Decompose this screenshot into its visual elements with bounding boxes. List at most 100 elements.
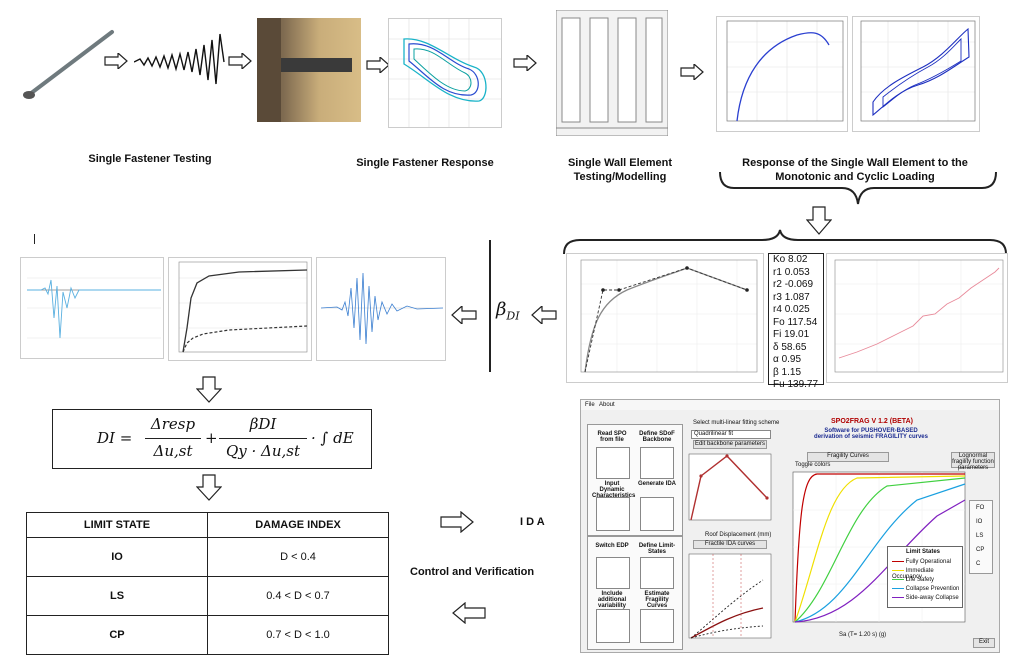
cursor-mark — [34, 234, 35, 244]
label-single-wall-element: Single Wall Element Testing/Modelling — [567, 157, 673, 183]
param-row: Fu 139.77 — [773, 379, 819, 390]
spo-backbone-plot — [688, 453, 772, 521]
limit-state-cell: IO — [26, 537, 208, 577]
right-arrow-icon — [680, 64, 704, 80]
right-arrow-icon — [104, 53, 128, 69]
formula-lhs: DI = — [97, 429, 133, 447]
checkbox-fo[interactable]: FO — [976, 505, 985, 511]
plus-sign: + — [205, 429, 218, 447]
table-header-row: LIMIT STATE DAMAGE INDEX — [26, 512, 389, 538]
tool-define-sdof[interactable]: Define SDoF Backbone — [639, 431, 675, 443]
edit-backbone-button[interactable]: Edit backbone parameters — [693, 440, 767, 449]
backbone-fit-chart — [566, 253, 764, 383]
tool-estimate-fragility[interactable]: Estimate Fragility Curves — [644, 591, 670, 609]
menu-file[interactable]: File — [585, 402, 595, 408]
left-arrow-icon — [451, 306, 477, 324]
divider-line — [489, 240, 491, 372]
damage-index-cell: 0.7 < D < 1.0 — [207, 615, 389, 655]
checkbox-ls[interactable]: LS — [976, 533, 984, 539]
fragility-tools-panel: Switch EDP Define Limit-States Include a… — [587, 536, 683, 650]
label-control-verification: Control and Verification — [410, 566, 535, 578]
param-row: β 1.15 — [773, 366, 802, 378]
legend-item: Immediate Occupancy — [892, 568, 934, 580]
nail-illustration — [23, 30, 114, 99]
tool-switch-edp[interactable]: Switch EDP — [595, 543, 629, 549]
legend-item: Life Safety — [892, 577, 934, 583]
left-arrow-icon — [452, 602, 486, 624]
software-subtitle: Software for PUSHOVER-BASED derivation o… — [814, 428, 928, 440]
legend-title: Limit States — [906, 549, 941, 555]
label-ida: I D A — [520, 516, 545, 528]
limit-states-legend: Limit States Fully Operational Immediate… — [887, 546, 963, 608]
legend-item: Side-away Collapse — [892, 595, 959, 601]
wall-element-drawing — [556, 10, 668, 136]
menu-bar: File About — [581, 400, 999, 410]
formula-frac2-den: Qy · Δu,st — [225, 442, 301, 460]
tool-thumbnail — [596, 557, 630, 589]
param-row: r2 -0.069 — [773, 279, 814, 290]
bracket-icon — [563, 229, 1007, 255]
damage-index-formula: DI = Δresp Δu,st + βDI Qy · Δu,st · ∫ dE — [52, 409, 372, 469]
ida-curves-plot — [688, 553, 772, 639]
table-row: LS 0.4 < D < 0.7 — [26, 576, 389, 616]
down-arrow-icon — [196, 474, 222, 501]
tool-thumbnail — [640, 447, 674, 479]
tool-thumbnail — [640, 557, 674, 589]
label-single-fastener-testing: Single Fastener Testing — [88, 153, 212, 165]
scheme-select[interactable]: Quadrilinear fit — [691, 430, 771, 439]
legend-item: Fully Operational — [892, 559, 951, 565]
table-row: IO D < 0.4 — [26, 537, 389, 577]
limit-state-table: LIMIT STATE DAMAGE INDEX IO D < 0.4 LS 0… — [26, 512, 389, 655]
param-row: Ko 8.02 — [773, 254, 808, 265]
response-history-chart — [20, 257, 164, 359]
spo2frag-window: File About Read SPO from file Define SDo… — [580, 399, 1000, 653]
tool-define-limit-states[interactable]: Define Limit-States — [638, 543, 676, 555]
damage-index-cell: D < 0.4 — [207, 537, 389, 577]
tool-read-spo[interactable]: Read SPO from file — [597, 431, 627, 443]
header-damage-index: DAMAGE INDEX — [207, 512, 389, 538]
tool-generate-ida[interactable]: Generate IDA — [638, 481, 677, 487]
tool-thumbnail — [640, 609, 674, 643]
roof-axis-label: Roof Displacement (mm) — [705, 532, 772, 538]
ground-motion-record-chart — [316, 257, 446, 361]
tool-thumbnail — [596, 497, 630, 531]
fastener-hysteresis-chart — [388, 18, 502, 128]
lognormal-parameters-button[interactable]: Lognormal fragility function parameters — [951, 452, 995, 471]
param-row: r1 0.053 — [773, 266, 810, 278]
tool-thumbnail — [596, 609, 630, 643]
menu-about[interactable]: About — [599, 402, 615, 408]
legend-item: Collapse Prevention — [892, 586, 959, 592]
checkbox-cp[interactable]: CP — [976, 547, 985, 553]
exit-button[interactable]: Exit — [973, 638, 995, 648]
energy-cumulative-chart — [168, 257, 312, 361]
limit-state-checkboxes: FO IO LS CP C — [969, 500, 993, 574]
tool-include-variability[interactable]: Include additional variability — [597, 591, 627, 609]
beta-subscript: DI — [506, 309, 520, 323]
checkbox-io[interactable]: IO — [976, 519, 983, 525]
header-limit-state: LIMIT STATE — [26, 512, 208, 538]
param-row: δ 58.65 — [773, 341, 807, 353]
fraction-bar — [145, 438, 201, 439]
fragility-curves-tab[interactable]: Fragility Curves — [807, 452, 889, 462]
formula-frac1-den: Δu,st — [153, 442, 193, 460]
cyclic-response-chart — [852, 16, 980, 132]
tool-input-dynamic[interactable]: Input Dynamic Characteristics — [592, 481, 636, 499]
checkbox-c[interactable]: C — [976, 561, 981, 567]
fractile-ida-button[interactable]: Fractile IDA curves — [693, 540, 767, 549]
tool-thumbnail — [640, 497, 674, 531]
toggle-colors-checkbox[interactable]: Toggle colors — [795, 462, 831, 468]
param-row: r4 0.025 — [773, 304, 810, 315]
right-arrow-icon — [228, 53, 252, 69]
beta-symbol: β — [496, 299, 507, 320]
param-row: Fo 117.54 — [773, 316, 818, 328]
right-arrow-icon — [513, 55, 537, 71]
fastener-test-photo — [257, 18, 361, 122]
label-single-fastener-response: Single Fastener Response — [356, 157, 494, 169]
table-row: CP 0.7 < D < 1.0 — [26, 615, 389, 655]
formula-frac2-num: βDI — [249, 415, 277, 433]
beta-di-symbol: βDI — [496, 299, 520, 323]
right-arrow-icon — [440, 511, 474, 533]
software-title: SPO2FRAG V 1.2 (BETA) — [831, 418, 913, 425]
param-row: Fi 19.01 — [773, 329, 810, 340]
damage-index-cell: 0.4 < D < 0.7 — [207, 576, 389, 616]
